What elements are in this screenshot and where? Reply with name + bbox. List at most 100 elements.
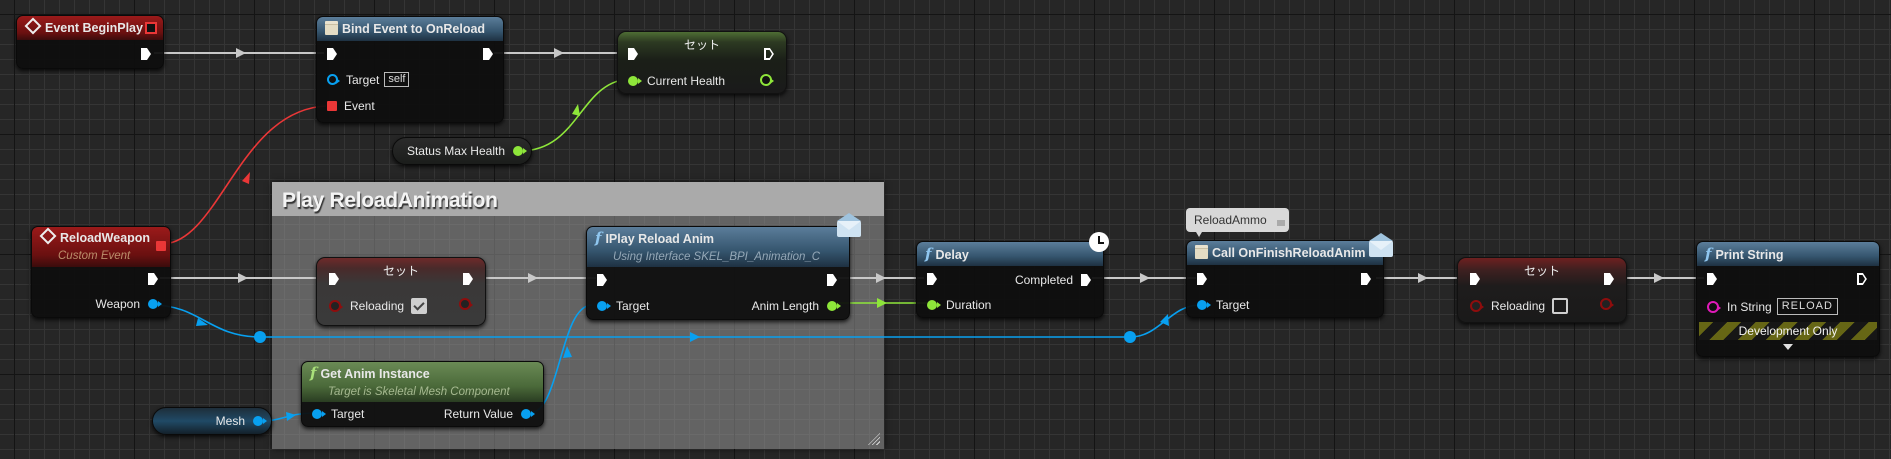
exec-output-pin[interactable] xyxy=(141,48,151,60)
interface-message-envelope-icon xyxy=(837,213,861,237)
function-icon: f xyxy=(595,229,602,247)
delegate-output-pin[interactable] xyxy=(145,22,157,34)
exec-input-pin[interactable] xyxy=(1197,273,1207,285)
reloading-input-pin[interactable] xyxy=(329,300,343,312)
pin-label-completed: Completed xyxy=(1014,273,1073,287)
status-max-health-output-pin[interactable] xyxy=(513,146,527,156)
reroute-node-left xyxy=(254,331,266,343)
reroute-node-right xyxy=(1124,331,1136,343)
reloading-output-pin[interactable] xyxy=(1600,298,1614,310)
duration-input-pin[interactable] xyxy=(927,300,941,310)
mesh-output-pin[interactable] xyxy=(253,416,267,426)
function-icon: f xyxy=(310,364,317,382)
node-title: セット xyxy=(1523,264,1560,278)
reloading-checkbox-unchecked[interactable] xyxy=(1552,298,1569,314)
target-input-pin[interactable] xyxy=(1197,300,1211,310)
exec-output-pin[interactable] xyxy=(827,274,837,286)
exec-input-pin[interactable] xyxy=(927,273,937,285)
event-dispatcher-icon xyxy=(1195,245,1208,259)
node-custom-event-reload-weapon[interactable]: ReloadWeapon Custom Event Weapon xyxy=(31,226,171,318)
return-value-output-pin[interactable] xyxy=(521,409,535,419)
current-health-input-pin[interactable] xyxy=(628,76,642,86)
exec-input-pin[interactable] xyxy=(1470,273,1480,285)
node-title: Event BeginPlay xyxy=(45,21,143,35)
reloading-output-pin[interactable] xyxy=(459,298,473,310)
node-event-begin-play[interactable]: Event BeginPlay xyxy=(16,15,164,69)
exec-input-pin[interactable] xyxy=(1707,273,1717,285)
node-subtitle: Using Interface SKEL_BPI_Animation_C xyxy=(613,251,821,263)
node-set-reloading-false[interactable]: セット Reloading xyxy=(1457,257,1627,323)
pin-label-reloading: Reloading xyxy=(350,299,405,313)
exec-output-pin[interactable] xyxy=(148,273,158,285)
pin-label-target: Target xyxy=(616,299,650,313)
event-delegate-input-pin[interactable] xyxy=(327,101,337,111)
node-comment-bubble-reload-ammo[interactable]: ReloadAmmo ⇥ xyxy=(1186,208,1289,237)
comment-toggle-icon[interactable] xyxy=(1276,220,1285,226)
in-string-input-pin[interactable] xyxy=(1707,300,1721,313)
variable-label: Mesh xyxy=(215,414,245,428)
node-set-reloading-true[interactable]: セット Reloading xyxy=(316,257,486,326)
development-only-banner: Development Only xyxy=(1699,322,1877,340)
node-title: Get Anim Instance xyxy=(320,367,430,381)
pin-label-anim-length: Anim Length xyxy=(751,299,819,313)
node-subtitle: Custom Event xyxy=(58,250,131,262)
message-envelope-icon xyxy=(1369,233,1393,257)
node-subtitle: Target is Skeletal Mesh Component xyxy=(328,386,510,398)
exec-output-pin[interactable] xyxy=(1604,273,1614,285)
delegate-output-pin[interactable] xyxy=(156,241,166,251)
weapon-output-pin[interactable] xyxy=(148,299,162,309)
node-title: Call OnFinishReloadAnim xyxy=(1212,246,1366,260)
exec-input-pin[interactable] xyxy=(628,48,638,60)
target-input-pin[interactable] xyxy=(312,409,326,419)
exec-output-pin[interactable] xyxy=(1361,273,1371,285)
node-title: ReloadWeapon xyxy=(60,231,151,245)
node-get-mesh[interactable]: Mesh xyxy=(152,407,272,435)
pin-label-duration: Duration xyxy=(946,298,992,312)
function-icon: f xyxy=(925,245,932,263)
anim-length-output-pin[interactable] xyxy=(827,301,841,311)
target-input-pin[interactable] xyxy=(597,301,611,311)
event-diamond-icon xyxy=(24,17,42,35)
comment-bubble-text: ReloadAmmo xyxy=(1194,213,1267,227)
exec-output-pin[interactable] xyxy=(764,48,774,60)
node-title: IPlay Reload Anim xyxy=(605,232,715,246)
node-call-on-finish-reload-anim[interactable]: Call OnFinishReloadAnim Target xyxy=(1186,233,1393,318)
exec-output-pin[interactable] xyxy=(1857,273,1867,285)
pin-label-current-health: Current Health xyxy=(647,74,726,88)
node-get-status-max-health[interactable]: Status Max Health xyxy=(392,137,532,165)
exec-input-pin[interactable] xyxy=(327,48,337,60)
target-input-pin[interactable] xyxy=(327,74,340,85)
node-set-current-health[interactable]: セット Current Health xyxy=(617,31,787,94)
reloading-checkbox-checked[interactable] xyxy=(411,298,428,314)
node-title: セット xyxy=(382,264,419,278)
node-title: セット xyxy=(683,38,720,52)
reloading-input-pin[interactable] xyxy=(1470,300,1484,312)
exec-output-pin[interactable] xyxy=(463,273,473,285)
current-health-output-pin[interactable] xyxy=(760,74,774,86)
latent-clock-icon xyxy=(1089,232,1109,252)
pin-label-target: Target xyxy=(1216,298,1250,312)
exec-output-pin[interactable] xyxy=(483,48,493,60)
pin-label-reloading: Reloading xyxy=(1491,299,1546,313)
pin-label-event: Event xyxy=(344,99,375,113)
completed-exec-output-pin[interactable] xyxy=(1081,274,1091,286)
event-dispatcher-icon xyxy=(325,21,338,35)
function-icon: f xyxy=(1705,245,1712,263)
target-default-value[interactable]: self xyxy=(384,72,410,87)
variable-label: Status Max Health xyxy=(406,144,505,158)
exec-input-pin[interactable] xyxy=(329,273,339,285)
pin-label-weapon: Weapon xyxy=(95,297,140,311)
in-string-value-field[interactable]: RELOAD xyxy=(1776,298,1838,315)
exec-input-pin[interactable] xyxy=(597,274,607,286)
pin-label-return-value: Return Value xyxy=(443,407,513,421)
comment-title[interactable]: Play ReloadAnimation xyxy=(272,182,884,216)
node-title: Delay xyxy=(935,248,969,262)
expand-advanced-pins-arrow-icon[interactable] xyxy=(1783,344,1793,350)
node-title: Print String xyxy=(1715,248,1784,262)
